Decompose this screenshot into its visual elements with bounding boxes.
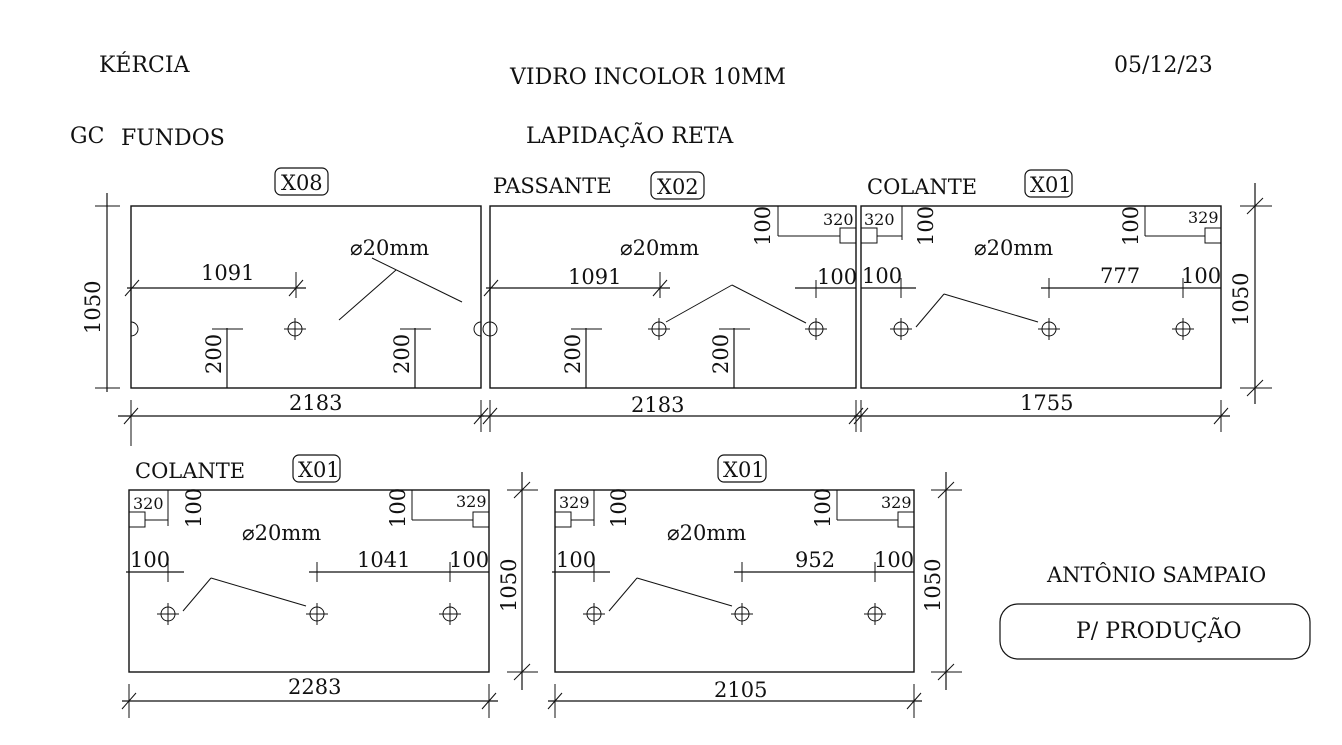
panel-5-height: 1050: [921, 559, 945, 612]
panel-1-dim-200b: 200: [390, 334, 414, 374]
panel-2-dim-200a: 200: [561, 334, 585, 374]
panel-2-width: 2183: [631, 393, 684, 417]
panel-4-dim-1041: 1041: [357, 548, 410, 572]
panel-5-dim-100v2: 100: [811, 488, 835, 528]
panel-2-qty: X02: [657, 175, 699, 199]
panel-2-dim-1091: 1091: [568, 265, 621, 289]
panel-1-glass: [130, 205, 482, 389]
panel-3-hole-label: ⌀20mm: [974, 236, 1053, 260]
panel-4-qty: X01: [298, 458, 340, 482]
panel-2-dim-200b: 200: [709, 334, 733, 374]
panel-3: COLANTE X01 1050 1755 320 100 100 329 10…: [853, 169, 1272, 432]
panel-3-hole-1: [889, 317, 913, 341]
panel-4-hole-3: [438, 602, 462, 626]
panel-5-dim-329b: 329: [881, 493, 912, 512]
panel-2-glass: [489, 205, 857, 389]
panel-4-width: 2283: [288, 675, 341, 699]
panel-2-hole-2: [804, 317, 828, 341]
panel-5-dim-329a: 329: [559, 493, 590, 512]
panel-3-dim-777: 777: [1100, 264, 1140, 288]
panel-1-hole-label: ⌀20mm: [350, 236, 429, 260]
panel-4-dim-100v1: 100: [182, 488, 206, 528]
panel-4-hole-2: [305, 602, 329, 626]
panel-3-glass: [860, 205, 1222, 389]
panel-4-dim-320: 320: [133, 494, 164, 513]
finish-label: LAPIDAÇÃO RETA: [526, 121, 734, 149]
panel-3-height: 1050: [1229, 273, 1253, 326]
responsible-name: ANTÔNIO SAMPAIO: [1046, 562, 1266, 587]
panel-3-dim-100r: 100: [1181, 264, 1221, 288]
status-box: [999, 603, 1311, 660]
panel-5-qty: X01: [723, 458, 765, 482]
material-title: VIDRO INCOLOR 10MM: [509, 65, 786, 90]
panel-4: COLANTE X01 1050 2283 320 100 100 329 10…: [121, 454, 538, 718]
panel-3-hole-2: [1037, 317, 1061, 341]
panel-5-hole-label: ⌀20mm: [667, 521, 746, 545]
panel-5: X01 1050 2105 329 100 100 329 100: [547, 454, 962, 718]
panel-3-dim-320: 320: [864, 210, 895, 229]
panel-5-glass: [554, 489, 915, 673]
item-label: FUNDOS: [121, 126, 225, 151]
panel-4-dim-100r: 100: [449, 548, 489, 572]
panel-2-dim-320: 320: [823, 210, 854, 229]
panel-3-dim-100v2: 100: [1119, 206, 1143, 246]
panel-1-dim-1091: 1091: [201, 261, 254, 285]
panel-5-width: 2105: [714, 678, 767, 702]
panel-3-dim-100v1: 100: [914, 206, 938, 246]
panel-4-dim-100l: 100: [130, 548, 170, 572]
panel-2-outline: [650, 171, 705, 200]
panel-5-hole-2: [730, 602, 754, 626]
panel-1-width: 2183: [289, 391, 342, 415]
panel-3-qty: X01: [1030, 173, 1072, 197]
panel-5-dim-952: 952: [795, 548, 835, 572]
panel-3-dim-329: 329: [1188, 208, 1219, 227]
panel-4-dim-100v2: 100: [386, 488, 410, 528]
status-label: P/ PRODUÇÃO: [1076, 616, 1242, 644]
panel-1-hole-1: [283, 317, 307, 341]
code-label: GC: [70, 124, 104, 149]
panel-2-type: PASSANTE: [493, 174, 612, 198]
panel-4-height: 1050: [497, 559, 521, 612]
date: 05/12/23: [1114, 53, 1213, 78]
panel-3-width: 1755: [1020, 391, 1073, 415]
panel-4-dim-329: 329: [456, 492, 487, 511]
panel-4-hole-label: ⌀20mm: [242, 521, 321, 545]
panel-2-hole-label: ⌀20mm: [620, 236, 699, 260]
client-name: KÉRCIA: [99, 51, 191, 78]
panel-4-outline: [292, 454, 341, 483]
panel-5-dim-100v1: 100: [607, 488, 631, 528]
panel-5-outline: [717, 454, 767, 483]
panel-4-type: COLANTE: [135, 459, 245, 483]
panel-3-hole-3: [1171, 317, 1195, 341]
panel-1-height: 1050: [81, 281, 105, 334]
panel-5-hole-3: [863, 602, 887, 626]
panel-1-qty: X08: [281, 171, 323, 195]
panel-2-dim-100v: 100: [751, 206, 775, 246]
panel-1-dim-200a: 200: [202, 334, 226, 374]
panel-1-outline: [274, 167, 329, 196]
panel-5-hole-1: [582, 602, 606, 626]
panel-5-dim-100r: 100: [874, 548, 914, 572]
panel-3-dim-100l: 100: [862, 264, 902, 288]
panel-5-dim-100l: 100: [556, 548, 596, 572]
panel-4-hole-1: [156, 602, 180, 626]
panel-3-outline: [1024, 169, 1073, 198]
panel-3-type: COLANTE: [867, 175, 977, 199]
panel-2-dim-100r: 100: [817, 265, 857, 289]
panel-2: PASSANTE X02 2183 1091 100 320 100: [478, 171, 864, 432]
panel-1: X08 1050 2183 1091 200 200 ⌀20mm: [81, 167, 489, 446]
panel-4-glass: [128, 489, 490, 673]
